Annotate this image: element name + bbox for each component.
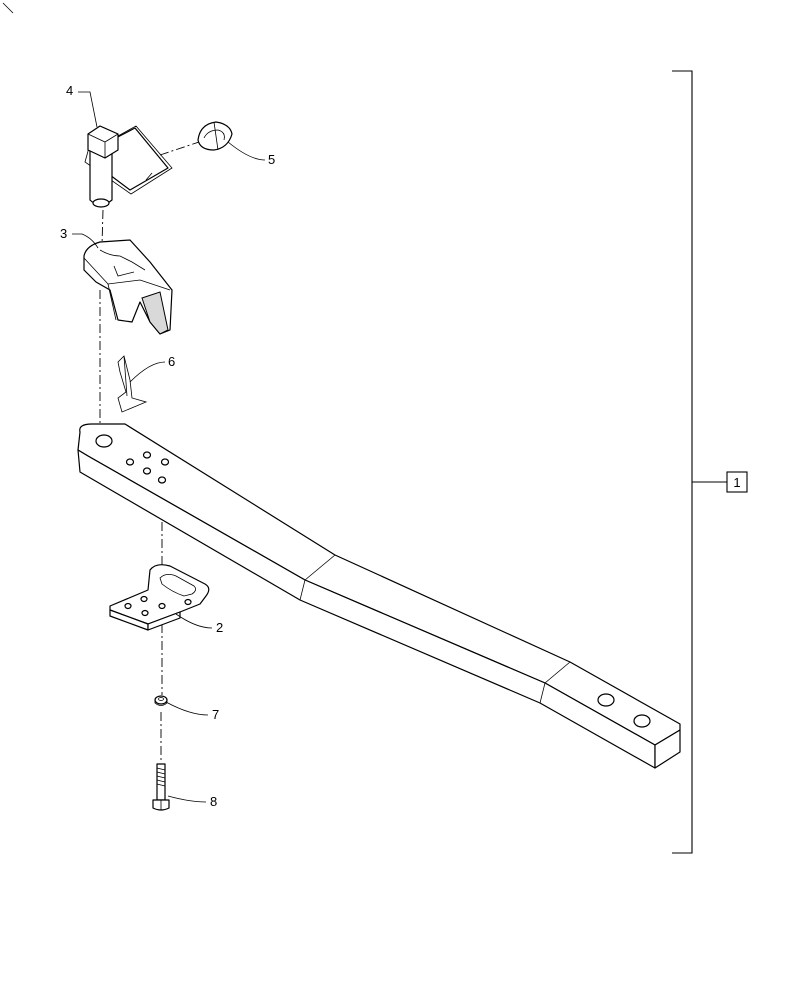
drawbar-part-1[interactable]: [77, 423, 681, 769]
callout-5[interactable]: 5: [227, 141, 275, 167]
callout-8[interactable]: 8: [167, 794, 217, 809]
callout-4[interactable]: 4: [66, 83, 98, 128]
callout-label-8: 8: [210, 794, 217, 809]
bolt-part-8[interactable]: [152, 763, 170, 811]
assembly-bracket: [672, 70, 727, 854]
callout-label-4: 4: [66, 83, 73, 98]
callout-2[interactable]: 2: [175, 613, 223, 635]
callout-label-5: 5: [268, 152, 275, 167]
callout-label-7: 7: [212, 707, 219, 722]
callout-6[interactable]: 6: [129, 354, 175, 383]
lynch-pin-part-4[interactable]: [84, 125, 173, 208]
alignment-lines: [99, 139, 206, 762]
callout-label-2: 2: [216, 620, 223, 635]
callout-1[interactable]: 1: [726, 471, 748, 493]
corner-mark: [2, 2, 14, 14]
callout-label-1: 1: [733, 475, 740, 490]
ring-clip-part-5[interactable]: [197, 121, 233, 151]
washer-part-7[interactable]: [154, 695, 168, 706]
hook-latch-part-3[interactable]: [83, 239, 173, 335]
callout-label-3: 3: [60, 226, 67, 241]
callout-3[interactable]: 3: [60, 226, 99, 249]
plate-part-2[interactable]: [109, 564, 210, 631]
spring-clip-part-6[interactable]: [117, 355, 148, 413]
callout-label-6: 6: [168, 354, 175, 369]
callout-7[interactable]: 7: [165, 701, 219, 722]
